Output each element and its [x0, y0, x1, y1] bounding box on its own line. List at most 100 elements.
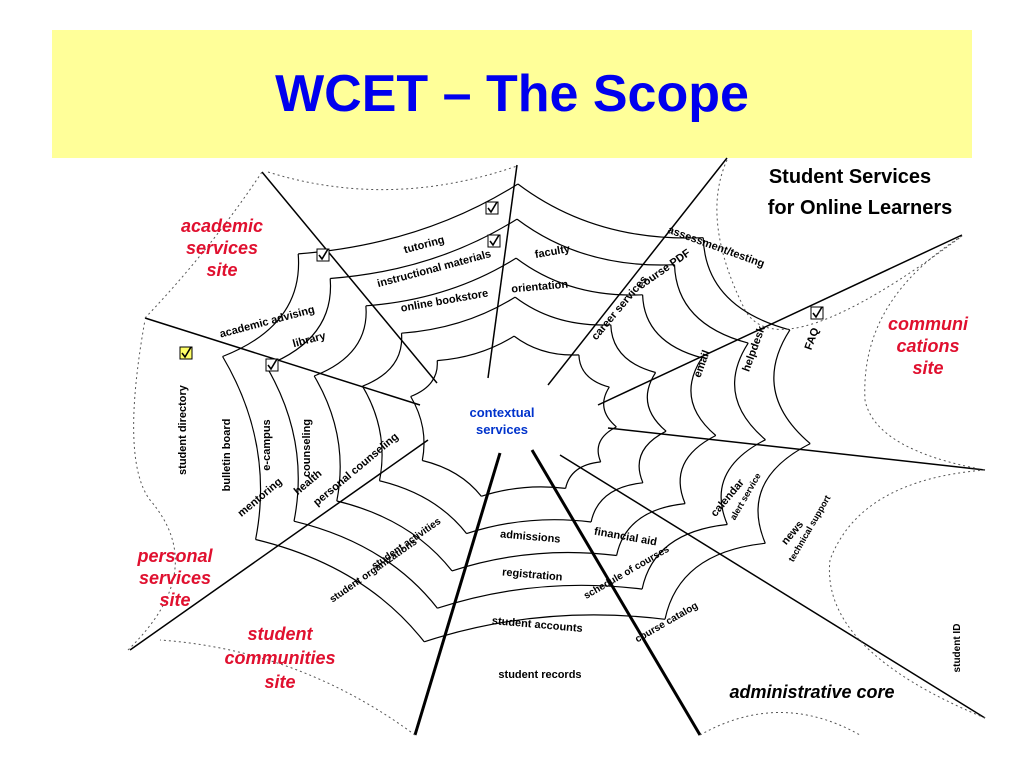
web-ring-arc-33: [673, 264, 749, 344]
web-ring-arc-49: [222, 356, 262, 540]
node-faculty: faculty: [534, 243, 572, 261]
spoke-line-4: [597, 234, 963, 406]
communications-site-label-2: cations: [896, 336, 959, 356]
web-ring-arc-11: [401, 296, 516, 334]
node-registration: registration: [502, 566, 564, 583]
web-ring-arc-30: [313, 305, 367, 377]
spoke-line-5: [607, 427, 986, 471]
personal-site-label-2: services: [139, 568, 211, 588]
checkbox-icon: [485, 201, 499, 215]
web-ring-arc-1: [437, 335, 515, 362]
web-ring-arc-4: [603, 386, 617, 428]
web-ring-arc-34: [734, 342, 766, 441]
administrative-core-label: administrative core: [729, 682, 894, 702]
spoke-line-7: [530, 449, 702, 736]
web-spokes: [129, 157, 986, 736]
web-ring-arc-48: [255, 538, 425, 643]
node-library: library: [291, 330, 327, 351]
node-ecampus: e-campus: [261, 419, 273, 470]
web-ring-arc-28: [336, 500, 453, 572]
outer-sector-curve-4: [828, 469, 986, 719]
spoke-line-2: [487, 164, 518, 379]
outer-sector-curves: [127, 159, 986, 736]
center-hub-label-1: contextual: [469, 405, 534, 420]
outer-sector-curve-7: [127, 319, 176, 651]
web-ring-arc-10: [410, 360, 438, 398]
node-tutoring: tutoring: [403, 234, 446, 256]
checkbox-icon: [316, 248, 330, 262]
personal-site-label-1: personal: [136, 546, 213, 566]
web-ring-arc-26: [616, 503, 686, 556]
web-ring-arc-5: [597, 426, 617, 463]
spoke-line-3: [547, 157, 728, 386]
node-student-records: student records: [498, 669, 581, 681]
node-course-catalog: course catalog: [633, 600, 700, 645]
outer-sector-curve-1: [267, 165, 518, 191]
personal-site-label-3: site: [159, 590, 190, 610]
web-ring-arc-21: [365, 257, 517, 307]
web-ring-arc-27: [451, 551, 617, 572]
web-ring-arc-25: [679, 434, 717, 504]
web-heading-line-1: Student Services: [769, 166, 931, 188]
checkbox-icon: [487, 234, 501, 248]
student-communities-site-label-2: communities: [224, 648, 335, 668]
web-ring-arc-23: [642, 294, 703, 359]
web-ring-arc-43: [702, 237, 791, 331]
spoke-line-9: [129, 439, 429, 651]
web-ring-arc-12: [514, 296, 611, 326]
spoke-line-10: [144, 317, 421, 406]
node-student-directory: student directory: [177, 384, 189, 475]
node-career-services: career services: [589, 274, 650, 343]
web-ring-arc-32: [516, 218, 675, 266]
web-ring-arc-2: [513, 335, 579, 356]
spoke-line-8: [413, 452, 502, 736]
node-faq: FAQ: [803, 326, 822, 352]
center-hub-label-2: services: [476, 422, 528, 437]
web-ring-arc-35: [720, 439, 766, 525]
node-student-organizations: student organizations: [328, 536, 420, 605]
slide-title: WCET – The Scope: [275, 65, 749, 123]
web-ring-arc-45: [757, 443, 811, 544]
web-heading-line-2: for Online Learners: [768, 197, 953, 219]
web-ring-arc-38: [293, 520, 438, 609]
web-ring-arc-13: [610, 324, 656, 374]
web-ring-arc-6: [565, 461, 601, 489]
node-financial-aid: financial aid: [593, 526, 658, 549]
web-ring-arc-29: [313, 375, 341, 502]
student-communities-site-label-1: student: [248, 624, 314, 644]
web-ring-arc-20: [362, 333, 403, 387]
node-bulletin-board: bulletin board: [221, 419, 233, 492]
outer-sector-curve-6: [159, 639, 416, 736]
web-ring-arc-9: [410, 396, 425, 461]
checkbox-icon: [265, 358, 279, 372]
academic-site-label-3: site: [206, 260, 237, 280]
node-schedule-of-courses: schedule of courses: [582, 544, 672, 602]
web-ring-arc-7: [481, 486, 566, 497]
node-admissions: admissions: [500, 528, 561, 545]
academic-site-label-1: academic: [181, 216, 263, 236]
academic-site-label-2: services: [186, 238, 258, 258]
spoke-line-6: [559, 454, 986, 719]
outer-sector-curve-8: [144, 171, 263, 319]
web-ring-arc-24: [690, 357, 717, 436]
communications-site-label-3: site: [912, 358, 943, 378]
checkbox-icons: [179, 201, 824, 372]
web-ring-arc-42: [517, 183, 704, 239]
web-ring-arc-40: [265, 278, 332, 367]
spoke-line-1: [261, 171, 438, 384]
web-ring-arc-36: [641, 523, 728, 590]
outer-sector-curve-5: [699, 712, 861, 736]
web-ring-arc-3: [578, 354, 610, 388]
checkbox-icon: [810, 306, 824, 320]
web-ring-arc-22: [515, 257, 643, 296]
node-personal-counseling: personal counseling: [311, 431, 401, 509]
title-banner: WCET – The Scope: [52, 30, 972, 158]
web-ring-arc-17: [466, 519, 592, 535]
node-student-id: student ID: [952, 624, 963, 673]
web-ring-arc-18: [379, 480, 468, 534]
communications-site-label-1: communi: [888, 314, 969, 334]
web-ring-arc-15: [638, 430, 667, 484]
outer-sector-curve-3: [864, 235, 986, 471]
web-ring-arc-46: [664, 542, 766, 620]
